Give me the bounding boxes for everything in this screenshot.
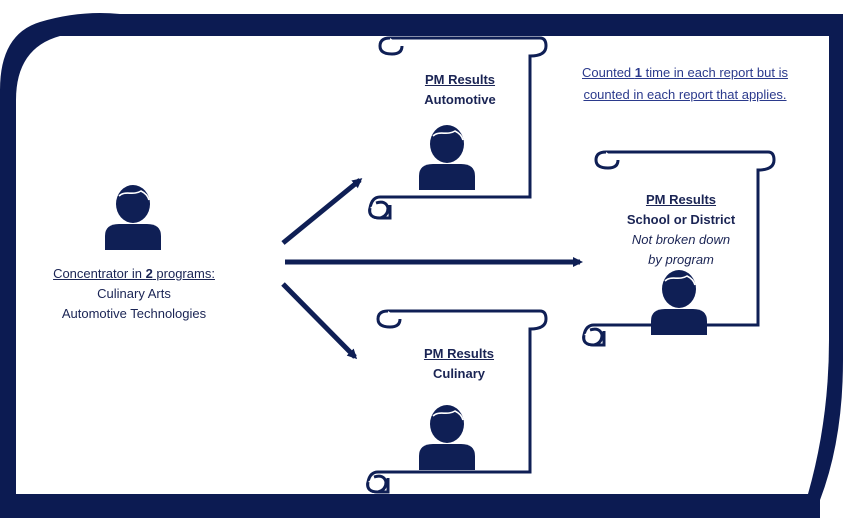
school-report-subtitle: School or District — [626, 212, 736, 227]
school-report-text: PM Results School or District Not broken… — [606, 190, 756, 270]
program-automotive-technologies: Automotive Technologies — [61, 306, 207, 321]
culinary-report-subtitle: Culinary — [432, 366, 485, 381]
school-report-title: PM Results — [645, 192, 717, 207]
scroll-automotive — [368, 36, 548, 220]
automotive-report-title: PM Results — [424, 72, 496, 87]
automotive-report-text: PM Results Automotive — [392, 70, 528, 110]
school-report-note-2: by program — [648, 252, 714, 267]
program-culinary-arts: Culinary Arts — [97, 286, 171, 301]
culinary-report-text: PM Results Culinary — [390, 344, 528, 384]
automotive-report-subtitle: Automotive — [424, 92, 496, 107]
culinary-report-title: PM Results — [423, 346, 495, 361]
arrow-to-automotive — [281, 178, 363, 245]
scroll-school — [582, 150, 776, 347]
scroll-culinary — [366, 309, 548, 494]
student-label: Concentrator in 2 programs: Culinary Art… — [20, 264, 248, 324]
arrow-to-culinary — [281, 282, 358, 360]
count-note: Counted 1 time in each report but is cou… — [582, 65, 788, 102]
school-report-note-1: Not broken down — [631, 232, 731, 247]
